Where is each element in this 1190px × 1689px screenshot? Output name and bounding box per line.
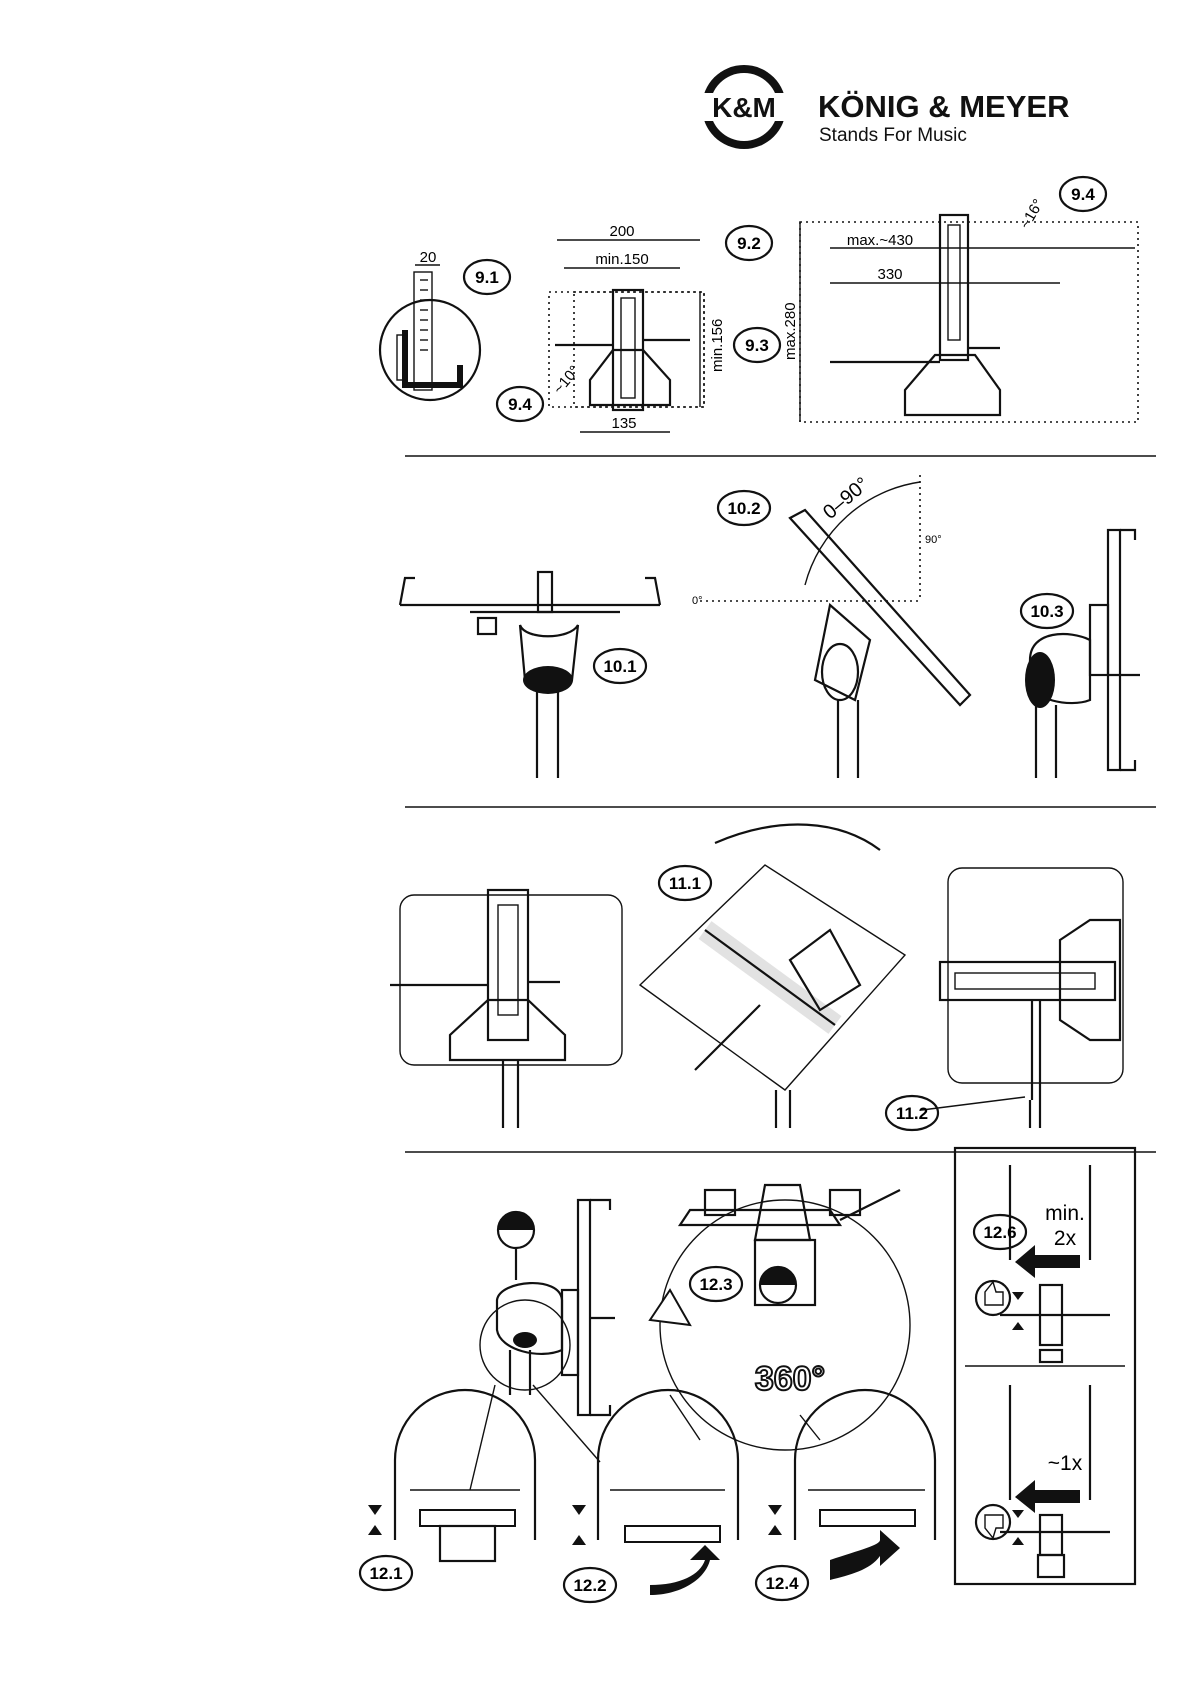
- svg-text:12.6: 12.6: [983, 1223, 1016, 1242]
- dim-20: 20: [420, 249, 437, 266]
- dim-200: 200: [609, 223, 634, 240]
- step-badge-10-3: 10.3: [1021, 594, 1073, 628]
- dim-135: 135: [611, 415, 636, 432]
- figure-11-1-rotating: [640, 825, 905, 1128]
- svg-text:12.1: 12.1: [369, 1564, 402, 1583]
- step-badge-12-1: 12.1: [360, 1556, 412, 1590]
- dim-max430: max.~430: [847, 232, 913, 249]
- section-9: 20 9.1 200 min.150 min.156 135: [380, 177, 1138, 432]
- thumbs-up-icon: [976, 1281, 1010, 1315]
- torque-upper: min. 2x: [976, 1165, 1110, 1362]
- torque-lower: ~1x: [976, 1385, 1110, 1577]
- figure-10-3-side-view: [1025, 530, 1140, 778]
- step-badge-12-2: 12.2: [564, 1568, 616, 1602]
- figure-12-4-knob-detail: [768, 1390, 935, 1580]
- screwdriver-icon: [498, 1212, 534, 1280]
- step-badge-12-3: 12.3: [690, 1267, 742, 1301]
- section-12: 360° 12.3 12.1: [360, 1148, 1135, 1602]
- svg-text:9.2: 9.2: [737, 234, 761, 253]
- step-badge-9-1: 9.1: [464, 260, 510, 294]
- dim-min156: min.156: [709, 319, 726, 372]
- figure-11-portrait: [390, 890, 622, 1128]
- figure-12-1-knob-detail: [368, 1390, 535, 1561]
- dim-angle-16: ~16°: [1017, 196, 1047, 232]
- figure-9-4-holder-extended: max.280 max.~430 330 ~16°: [782, 196, 1138, 422]
- thumbs-down-icon: [976, 1505, 1010, 1539]
- brand-tagline: Stands For Music: [819, 125, 967, 146]
- logo-mark-text: K&M: [712, 92, 776, 123]
- figure-10-2-tilt: 0–90° 0° 90°: [692, 473, 970, 778]
- svg-text:12.4: 12.4: [765, 1574, 799, 1593]
- step-badge-9-4-left: 9.4: [497, 387, 543, 421]
- section-10: 10.1 0–90° 0° 90° 10.2: [400, 473, 1140, 778]
- rotate-arrow-icon: [660, 1200, 910, 1450]
- torque-min-label: min.: [1045, 1202, 1085, 1225]
- dim-330: 330: [877, 266, 902, 283]
- brand-name: KÖNIG & MEYER: [818, 89, 1069, 124]
- step-badge-12-4: 12.4: [756, 1566, 808, 1600]
- step-badge-10-2: 10.2: [718, 491, 770, 525]
- dim-angle-10: ~10°: [550, 363, 583, 398]
- svg-text:12.3: 12.3: [699, 1275, 732, 1294]
- step-badge-9-2: 9.2: [726, 226, 772, 260]
- figure-12-3-rotation: 360°: [650, 1185, 910, 1450]
- step-badge-12-6: 12.6: [974, 1215, 1026, 1249]
- figure-12-6-torque-panel: min. 2x 12.6 ~1x: [955, 1148, 1135, 1584]
- figure-12-2-knob-detail: [572, 1390, 738, 1595]
- tilt-zero-label: 0°: [692, 595, 703, 607]
- step-badge-9-4-right: 9.4: [1060, 177, 1106, 211]
- svg-text:10.3: 10.3: [1030, 602, 1063, 621]
- figure-11-landscape: [922, 868, 1123, 1128]
- svg-text:10.2: 10.2: [727, 499, 760, 518]
- step-badge-9-3: 9.3: [734, 328, 780, 362]
- figure-9-2-holder-front: 200 min.150 min.156 135 ~10°: [549, 223, 726, 432]
- tilt-ninety-label: 90°: [925, 534, 942, 546]
- torque-1x-label: ~1x: [1048, 1452, 1083, 1475]
- step-badge-11-2: 11.2: [886, 1096, 938, 1130]
- svg-text:10.1: 10.1: [603, 657, 636, 676]
- rotation-360-label: 360°: [755, 1360, 825, 1398]
- svg-text:9.3: 9.3: [745, 336, 769, 355]
- brand-logo: K&M KÖNIG & MEYER Stands For Music: [692, 65, 1069, 149]
- svg-text:9.4: 9.4: [508, 395, 532, 414]
- svg-text:11.1: 11.1: [669, 874, 701, 893]
- figure-12-holder-side: [470, 1200, 615, 1490]
- torque-2x-label: 2x: [1054, 1227, 1077, 1250]
- step-badge-11-1: 11.1: [659, 866, 711, 900]
- svg-text:11.2: 11.2: [896, 1104, 928, 1123]
- svg-text:9.1: 9.1: [475, 268, 499, 287]
- step-badge-10-1: 10.1: [594, 649, 646, 683]
- dim-max280: max.280: [782, 302, 799, 360]
- svg-text:12.2: 12.2: [573, 1576, 606, 1595]
- svg-text:9.4: 9.4: [1071, 185, 1095, 204]
- section-11: 11.1 11.2: [390, 825, 1123, 1130]
- dim-min150: min.150: [595, 251, 648, 268]
